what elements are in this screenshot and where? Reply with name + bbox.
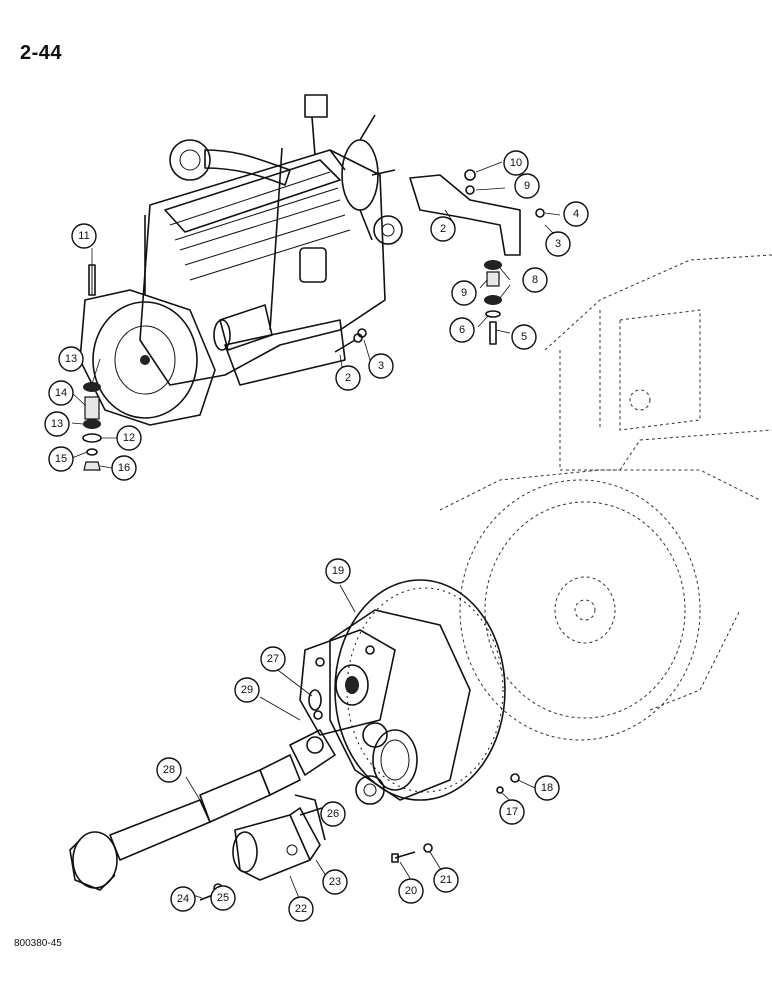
svg-text:3: 3 [378, 360, 384, 372]
callout-22: 22 [288, 896, 314, 922]
svg-text:13: 13 [51, 418, 63, 430]
callout-1: 2 [430, 216, 456, 242]
front-mount-bracket [409, 169, 545, 345]
figure-code: 800380-45 [14, 938, 62, 949]
svg-text:19: 19 [332, 565, 344, 577]
svg-text:28: 28 [163, 764, 175, 776]
svg-text:22: 22 [295, 903, 307, 915]
callout-6: 6 [449, 317, 475, 343]
svg-text:26: 26 [327, 808, 339, 820]
engine-illustration [79, 94, 403, 426]
svg-text:29: 29 [241, 684, 253, 696]
rear-engine-outline [439, 254, 772, 741]
callout-15: 15 [48, 446, 74, 472]
callout-9: 9 [514, 173, 540, 199]
callout-25: 25 [210, 885, 236, 911]
svg-text:8: 8 [532, 274, 538, 286]
svg-text:2: 2 [440, 223, 446, 235]
callout-17: 17 [499, 799, 525, 825]
callout-16: 16 [111, 455, 137, 481]
svg-text:12: 12 [123, 432, 135, 444]
svg-text:15: 15 [55, 453, 67, 465]
callout-13-upper: 13 [58, 346, 84, 372]
callout-12: 12 [116, 425, 142, 451]
svg-text:9: 9 [524, 180, 530, 192]
svg-text:16: 16 [118, 462, 130, 474]
callout-8: 9 [451, 280, 477, 306]
callout-7: 8 [522, 267, 548, 293]
callout-18: 18 [534, 775, 560, 801]
callout-4: 4 [563, 201, 589, 227]
callout-5: 5 [511, 324, 537, 350]
callout-29: 29 [234, 677, 260, 703]
svg-text:25: 25 [217, 892, 229, 904]
callout-11: 11 [71, 223, 97, 249]
callout-13-lower: 13 [44, 411, 70, 437]
svg-text:13: 13 [65, 353, 77, 365]
svg-text:27: 27 [267, 653, 279, 665]
callout-3-front: 3 [545, 231, 571, 257]
svg-text:21: 21 [440, 874, 452, 886]
svg-text:14: 14 [55, 387, 67, 399]
pump-drive-assembly [299, 579, 506, 805]
callout-27: 27 [260, 646, 286, 672]
callout-2: 2 [335, 365, 361, 391]
callout-14: 14 [48, 380, 74, 406]
svg-text:18: 18 [541, 782, 553, 794]
callout-23: 23 [322, 869, 348, 895]
drive-shaft [69, 729, 336, 891]
callout-24: 24 [170, 886, 196, 912]
svg-text:4: 4 [573, 208, 579, 220]
callout-28: 28 [156, 757, 182, 783]
page-number: 2-44 [20, 42, 63, 64]
callout-19: 19 [325, 558, 351, 584]
svg-text:11: 11 [78, 230, 89, 242]
svg-text:20: 20 [405, 885, 417, 897]
engine-mount-stack-left [82, 264, 102, 471]
svg-text:9: 9 [461, 287, 467, 299]
svg-text:17: 17 [506, 806, 518, 818]
callout-26: 26 [320, 801, 346, 827]
callout-3-engine: 3 [368, 353, 394, 379]
engine-side-bolt [334, 328, 367, 353]
loose-hardware [199, 773, 520, 901]
callout-21: 21 [433, 867, 459, 893]
hydraulic-pump [232, 794, 326, 881]
svg-text:6: 6 [459, 324, 465, 336]
callout-20: 20 [398, 878, 424, 904]
svg-text:2: 2 [345, 372, 351, 384]
svg-text:10: 10 [510, 157, 522, 169]
leader-lines [71, 161, 561, 899]
svg-text:24: 24 [177, 893, 189, 905]
svg-text:3: 3 [555, 238, 561, 250]
callout-10: 10 [503, 150, 529, 176]
svg-text:5: 5 [521, 331, 527, 343]
svg-text:23: 23 [329, 876, 341, 888]
